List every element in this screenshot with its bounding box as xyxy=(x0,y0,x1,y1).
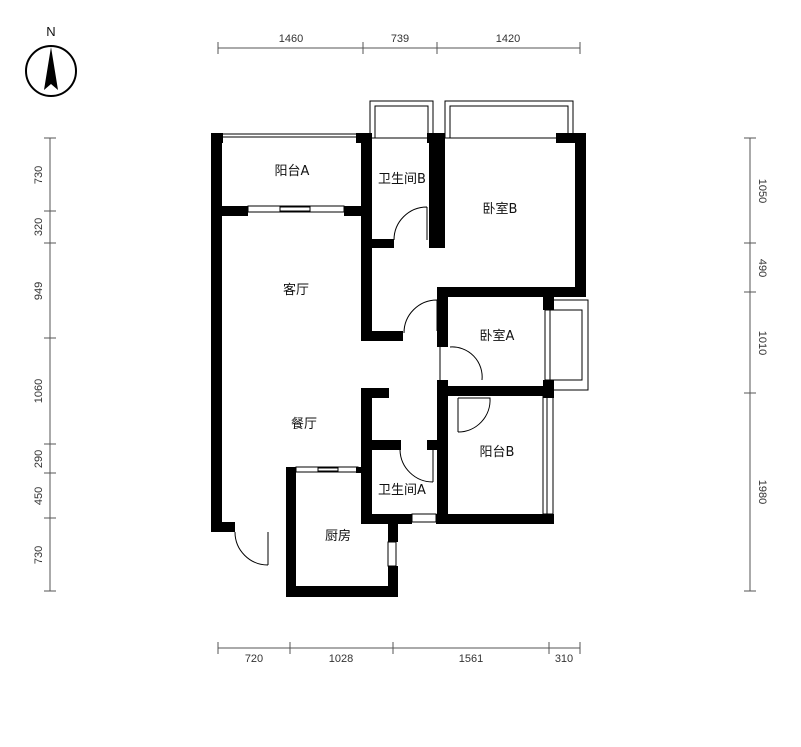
compass-arrow-icon xyxy=(44,47,58,90)
room-labels: 阳台A 卫生间B 卧室B 客厅 卧室A 餐厅 阳台B 卫生间A 厨房 xyxy=(275,164,518,544)
room-label-dining-room: 餐厅 xyxy=(291,416,317,432)
dim-left-2: 320 xyxy=(33,218,45,236)
dim-bottom-4: 310 xyxy=(555,653,573,665)
walls xyxy=(211,133,586,597)
dimension-lines xyxy=(44,42,756,654)
dim-left-3: 949 xyxy=(33,282,45,300)
room-label-bedroom-a: 卧室A xyxy=(480,328,515,344)
compass-ring xyxy=(25,45,77,97)
dim-left-7: 730 xyxy=(33,546,45,564)
dim-bottom-2: 1028 xyxy=(329,653,353,665)
dim-left-5: 290 xyxy=(33,450,45,468)
north-compass: N xyxy=(25,24,77,97)
room-label-balcony-a: 阳台A xyxy=(275,164,310,179)
dim-right-1: 1050 xyxy=(756,179,768,203)
dim-bottom-1: 720 xyxy=(245,653,263,665)
door-corridor xyxy=(403,299,438,334)
dim-right-3: 1010 xyxy=(756,331,768,355)
dim-left-4: 1060 xyxy=(33,379,45,403)
dimension-labels: 1460 739 1420 720 1028 1561 310 730 320 … xyxy=(33,33,768,665)
door-bathroom-a xyxy=(399,449,434,483)
door-entrance xyxy=(234,531,269,566)
dim-top-1: 1460 xyxy=(279,33,303,45)
door-bedroom-a xyxy=(439,346,483,381)
dim-left-1: 730 xyxy=(33,166,45,184)
door-bathroom-b xyxy=(393,206,428,241)
dim-top-2: 739 xyxy=(391,33,409,45)
dim-right-4: 1980 xyxy=(756,480,768,504)
doors xyxy=(234,206,491,566)
room-label-bathroom-b: 卫生间B xyxy=(378,172,426,187)
dim-top-3: 1420 xyxy=(496,33,520,45)
dim-right-2: 490 xyxy=(756,259,768,277)
room-label-bedroom-b: 卧室B xyxy=(483,201,518,217)
north-label: N xyxy=(46,24,55,39)
room-label-kitchen: 厨房 xyxy=(325,528,351,544)
room-label-bathroom-a: 卫生间A xyxy=(378,483,426,498)
door-balcony-b xyxy=(457,397,491,433)
dim-bottom-3: 1561 xyxy=(459,653,483,665)
room-label-living-room: 客厅 xyxy=(283,282,309,298)
dim-left-6: 450 xyxy=(33,487,45,505)
room-label-balcony-b: 阳台B xyxy=(480,445,515,460)
